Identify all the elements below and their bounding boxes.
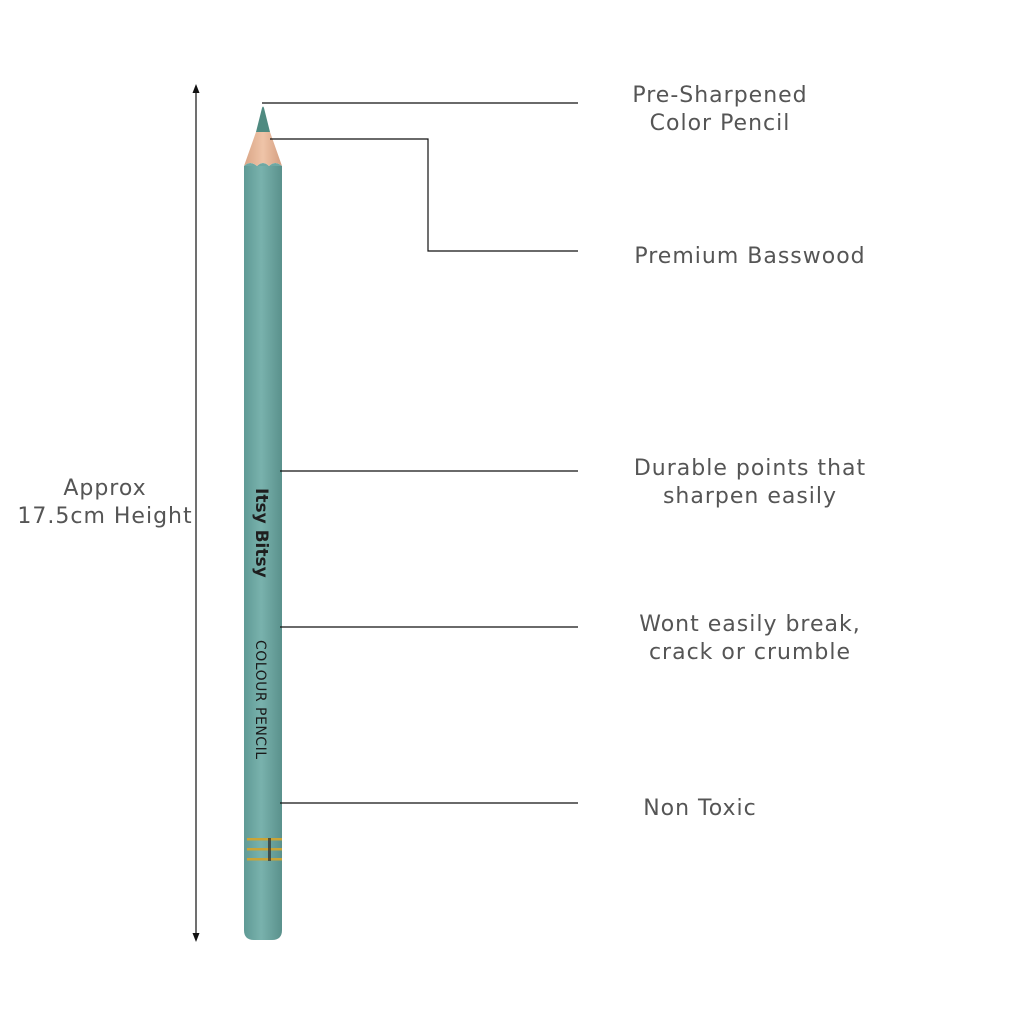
height-label: Approx 17.5cm Height <box>10 475 200 531</box>
pencil-product-text: COLOUR PENCIL <box>252 640 268 760</box>
pencil-bands <box>247 838 282 861</box>
callout-label-break: Wont easily break, crack or crumble <box>600 611 900 667</box>
callout-label-durable: Durable points that sharpen easily <box>600 455 900 511</box>
callout-label-presharpened: Pre-Sharpened Color Pencil <box>600 82 840 138</box>
height-label-text: Approx <box>63 476 147 501</box>
callout-lines <box>262 102 578 804</box>
callout-text: Durable points that <box>633 456 867 481</box>
height-label-text: 17.5cm Height <box>17 504 193 529</box>
callout-text: Pre-Sharpened <box>632 83 808 108</box>
callout-text: crack or crumble <box>648 640 852 665</box>
callout-label-basswood: Premium Basswood <box>600 243 900 271</box>
callout-text: Wont easily break, <box>639 612 861 637</box>
callout-text: Non Toxic <box>643 796 757 821</box>
callout-text: Premium Basswood <box>634 244 866 269</box>
pencil: Itsy Bitsy COLOUR PENCIL <box>244 106 282 940</box>
pencil-lead-tip <box>256 106 270 132</box>
pencil-brand: Itsy Bitsy <box>251 488 271 578</box>
pencil-paint-edge <box>244 163 282 166</box>
callout-text: Color Pencil <box>649 111 791 136</box>
callout-text: sharpen easily <box>662 484 838 509</box>
height-dimension-arrow <box>192 84 200 942</box>
pencil-wood-cone <box>244 132 282 166</box>
callout-line-basswood <box>270 138 578 252</box>
callout-label-nontoxic: Non Toxic <box>600 795 800 823</box>
pencil-body <box>244 166 282 940</box>
